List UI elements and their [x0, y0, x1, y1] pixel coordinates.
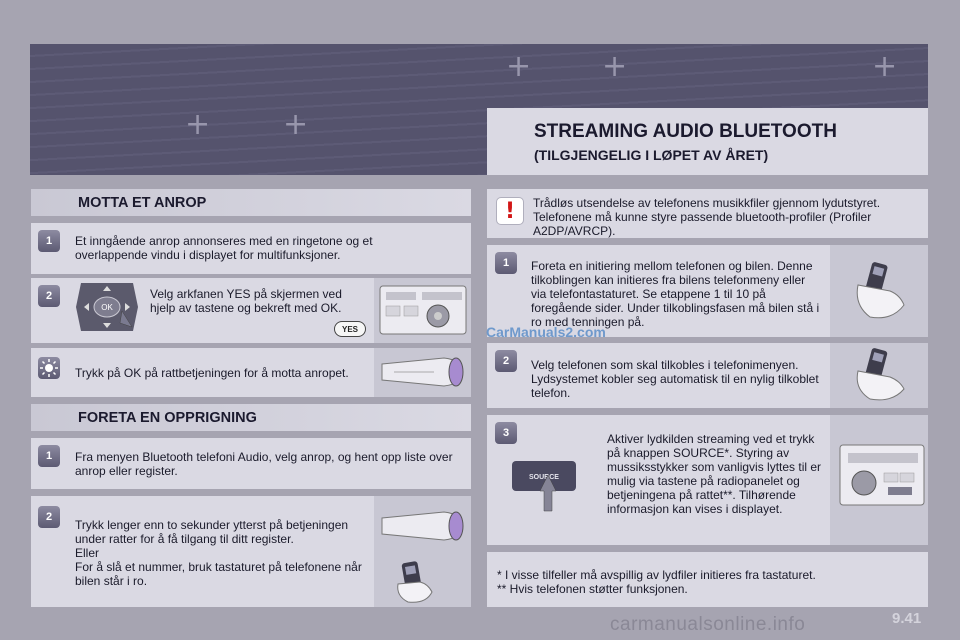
call-step-2-or: Eller: [75, 546, 100, 560]
step-number-badge: 1: [495, 252, 517, 274]
plus-decoration: +: [506, 49, 532, 84]
stream-step-1-text: Foreta en initiering mellom telefonen og…: [531, 259, 820, 329]
source-label: SOURCE: [529, 474, 559, 481]
section-title-receive-call: MOTTA ET ANROP: [78, 195, 207, 211]
receive-step-2-text: Velg arkfanen YES på skjermen ved hjelp …: [150, 287, 342, 315]
watermark-text: CarManuals2.com: [486, 324, 606, 340]
footer-watermark: carmanualsonline.info: [610, 614, 806, 635]
phone-image-1: [830, 245, 928, 337]
plus-decoration: +: [185, 107, 211, 142]
call-step-1-panel: [31, 438, 471, 489]
plus-decoration: +: [602, 49, 628, 84]
radio-panel-illustration: [839, 444, 925, 506]
section-title-make-call: FORETA EN OPPRIGNING: [78, 410, 257, 426]
yes-button[interactable]: YES: [334, 321, 366, 337]
call-step-2-main: Trykk lenger enn to sekunder ytterst på …: [75, 518, 349, 546]
step-number-badge: 2: [495, 350, 517, 372]
footnote-1: * I visse tilfeller må avspillig av lydf…: [497, 568, 816, 582]
step-number-badge: 1: [38, 230, 60, 252]
stream-step-2-text: Velg telefonen som skal tilkobles i tele…: [531, 358, 819, 400]
plus-decoration: +: [872, 49, 898, 84]
info-note-text: Trådløs utsendelse av telefonens musikkf…: [533, 196, 881, 238]
section-header-make-call: [31, 404, 471, 431]
receive-tip-text: Trykk på OK på rattbetjeningen for å mot…: [75, 366, 349, 380]
call-step-2-text: Trykk lenger enn to sekunder ytterst på …: [75, 518, 365, 588]
plus-decoration: +: [283, 107, 309, 142]
radio-panel-image-2: [830, 415, 928, 545]
ok-label: OK: [101, 303, 113, 312]
steering-stalk-illustration: [381, 357, 464, 387]
page-number: 9.41: [892, 610, 922, 627]
phone-image-2: [830, 343, 928, 408]
steering-control-image: [374, 348, 471, 397]
step-number-badge: 1: [38, 445, 60, 467]
call-step-2-alt: For å slå et nummer, bruk tastaturet på …: [75, 560, 362, 588]
tip-lightbulb-icon: [38, 357, 60, 379]
warning-exclamation-icon: !: [496, 197, 524, 225]
info-note-panel: [487, 189, 928, 238]
radio-panel-illustration: [379, 285, 467, 335]
stream-step-3-text: Aktiver lydkilden streaming ved et trykk…: [607, 432, 822, 516]
ok-dpad-icon: OK: [76, 283, 138, 331]
section-header-receive-call: [31, 189, 471, 216]
radio-panel-image: [374, 278, 471, 343]
receive-step-1-panel: [31, 223, 471, 274]
step-number-badge: 2: [38, 285, 60, 307]
phone-in-hand-illustration: [856, 262, 905, 319]
page-subtitle: (TILGJENGELIG I LØPET AV ÅRET): [534, 147, 769, 163]
receive-step-1-text: Et inngående anrop annonseres med en rin…: [75, 234, 373, 262]
call-images-panel: [374, 496, 471, 607]
stalk-and-phone-illustration: [381, 511, 464, 603]
page-title: STREAMING AUDIO BLUETOOTH: [534, 121, 837, 142]
call-step-1-text: Fra menyen Bluetooth telefoni Audio, vel…: [75, 450, 453, 478]
step-number-badge: 2: [38, 506, 60, 528]
footnote-2: ** Hvis telefonen støtter funksjonen.: [497, 582, 688, 596]
title-box: [487, 108, 928, 175]
step-number-badge: 3: [495, 422, 517, 444]
footnotes-panel: [487, 552, 928, 607]
phone-in-hand-illustration: [856, 348, 905, 401]
source-button-icon: SOURCE: [512, 461, 576, 512]
